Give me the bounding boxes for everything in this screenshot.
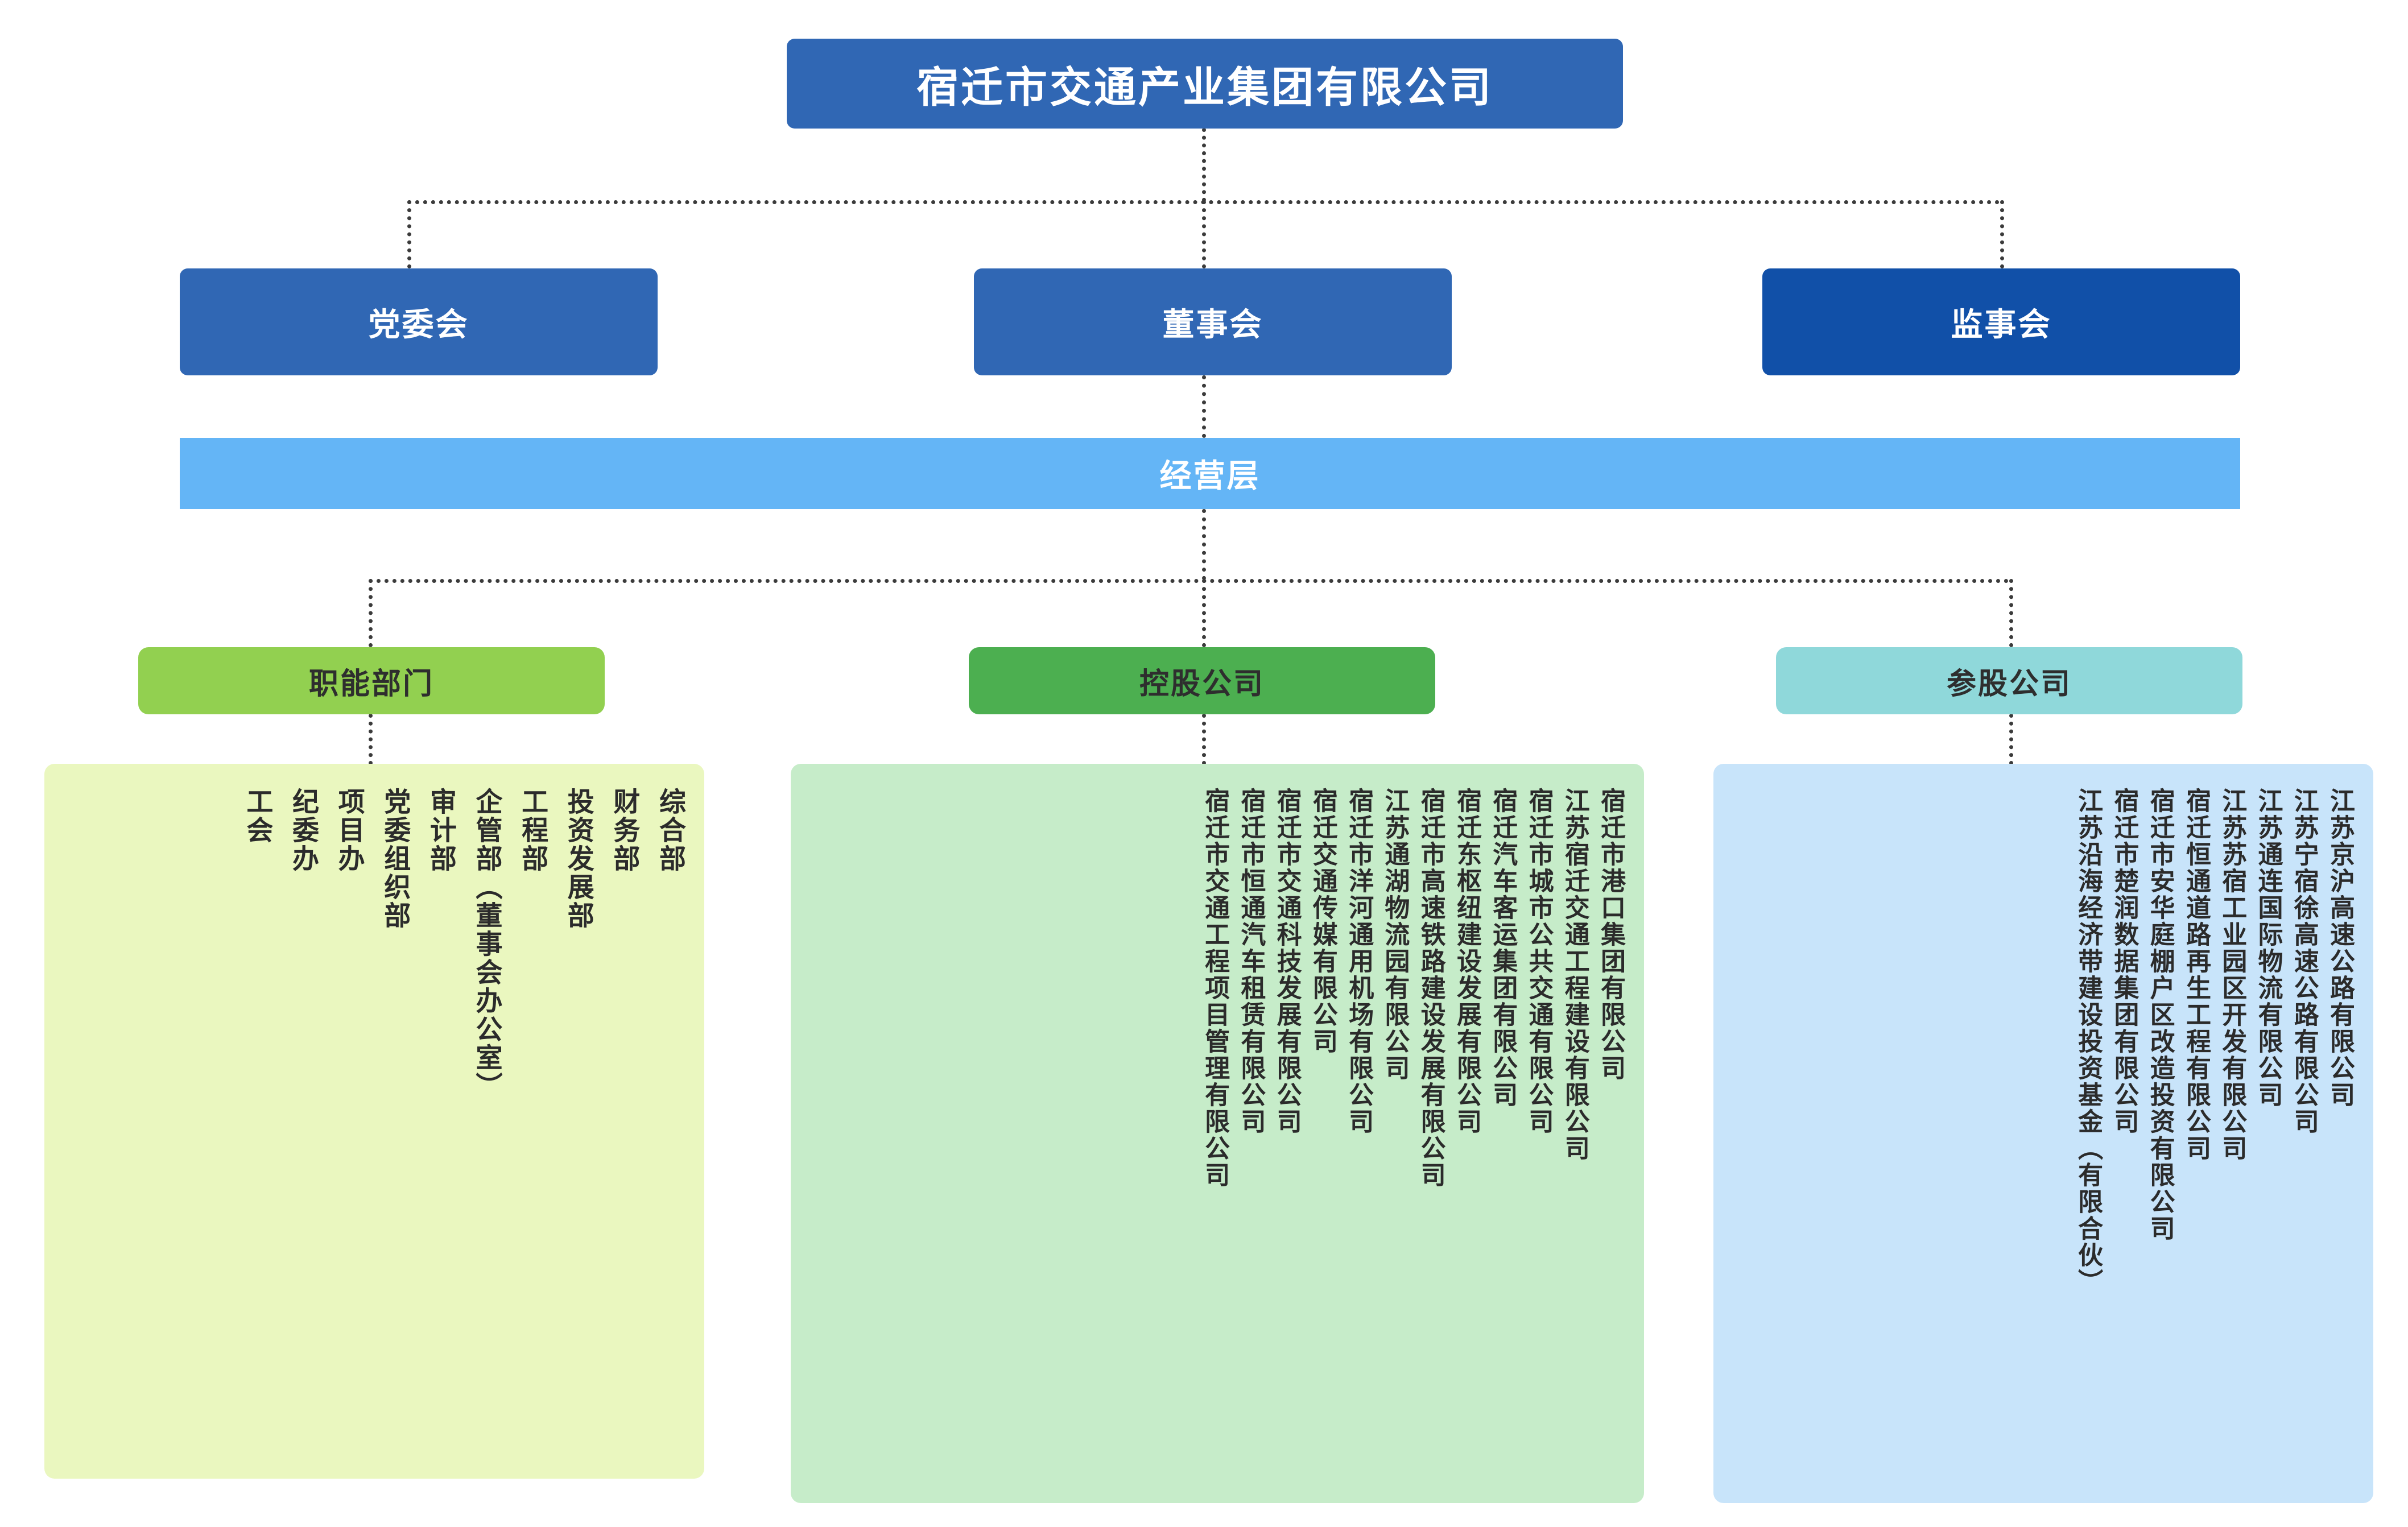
connector-to-functional — [369, 579, 373, 647]
connector-to-party-committee — [407, 200, 411, 268]
node-board-of-directors[interactable]: 董事会 — [974, 268, 1452, 375]
list-item[interactable]: 工程部 — [518, 788, 548, 873]
list-item[interactable]: 宿迁交通传媒有限公司 — [1308, 788, 1337, 1055]
panel-shareholding-companies: 江苏京沪高速公路有限公司 江苏宁宿徐高速公路有限公司 江苏通连国际物流有限公司 … — [1713, 764, 2373, 1503]
node-party-committee[interactable]: 党委会 — [180, 268, 658, 375]
connector-board-to-management — [1202, 375, 1206, 438]
connector-shareholding-to-panel — [2009, 714, 2013, 765]
connector-to-holding — [1202, 579, 1206, 647]
category-holding-companies[interactable]: 控股公司 — [969, 647, 1435, 714]
list-item[interactable]: 江苏沿海经济带建设投资基金（有限合伙） — [2074, 788, 2103, 1296]
panel-functional-departments: 综合部 财务部 投资发展部 工程部 企管部（董事会办公室） 审计部 党委组织部 … — [44, 764, 704, 1479]
category-functional-departments[interactable]: 职能部门 — [138, 647, 605, 714]
connector-management-down — [1202, 509, 1206, 580]
list-item[interactable]: 江苏通湖物流园有限公司 — [1381, 788, 1409, 1082]
list-item[interactable]: 江苏通连国际物流有限公司 — [2254, 788, 2282, 1108]
list-item[interactable]: 江苏苏宿工业园区开发有限公司 — [2218, 788, 2246, 1162]
connector-to-board — [1202, 200, 1206, 268]
list-item[interactable]: 宿迁市港口集团有限公司 — [1597, 788, 1625, 1082]
list-item[interactable]: 工会 — [242, 788, 273, 845]
list-item[interactable]: 宿迁市交通科技发展有限公司 — [1273, 788, 1301, 1135]
list-item[interactable]: 宿迁市高速铁路建设发展有限公司 — [1416, 788, 1445, 1189]
connector-category-bus — [369, 579, 2009, 583]
list-item[interactable]: 宿迁汽车客运集团有限公司 — [1489, 788, 1517, 1108]
connector-root-down — [1202, 128, 1206, 202]
list-item[interactable]: 江苏京沪高速公路有限公司 — [2326, 788, 2354, 1108]
list-item[interactable]: 宿迁市恒通汽车租赁有限公司 — [1237, 788, 1265, 1135]
root-node[interactable]: 宿迁市交通产业集团有限公司 — [787, 39, 1623, 129]
list-item[interactable]: 纪委办 — [288, 788, 319, 873]
connector-functional-to-panel — [369, 714, 373, 765]
list-item[interactable]: 投资发展部 — [563, 788, 594, 930]
list-item[interactable]: 企管部（董事会办公室） — [472, 788, 502, 1100]
list-item[interactable]: 江苏宁宿徐高速公路有限公司 — [2290, 788, 2318, 1135]
list-item[interactable]: 党委组织部 — [380, 788, 411, 930]
node-supervisory-board[interactable]: 监事会 — [1762, 268, 2240, 375]
list-item[interactable]: 宿迁市安华庭棚户区改造投资有限公司 — [2146, 788, 2174, 1242]
node-management-layer[interactable]: 经营层 — [180, 438, 2240, 509]
list-item[interactable]: 项目办 — [334, 788, 365, 873]
list-item[interactable]: 宿迁市洋河通用机场有限公司 — [1345, 788, 1373, 1135]
list-item[interactable]: 综合部 — [655, 788, 685, 873]
list-item[interactable]: 宿迁市楚润数据集团有限公司 — [2110, 788, 2138, 1135]
category-shareholding-companies[interactable]: 参股公司 — [1776, 647, 2242, 714]
list-item[interactable]: 宿迁恒通道路再生工程有限公司 — [2182, 788, 2210, 1162]
list-item[interactable]: 宿迁市城市公共交通有限公司 — [1525, 788, 1553, 1135]
connector-to-shareholding — [2009, 579, 2013, 647]
list-item[interactable]: 宿迁东枢纽建设发展有限公司 — [1452, 788, 1481, 1135]
connector-to-supervisory — [2000, 200, 2004, 268]
panel-holding-companies: 宿迁市港口集团有限公司 江苏宿迁交通工程建设有限公司 宿迁市城市公共交通有限公司… — [791, 764, 1644, 1503]
list-item[interactable]: 宿迁市交通工程项目管理有限公司 — [1201, 788, 1229, 1189]
connector-holding-to-panel — [1202, 714, 1206, 765]
list-item[interactable]: 审计部 — [426, 788, 456, 873]
list-item[interactable]: 江苏宿迁交通工程建设有限公司 — [1560, 788, 1589, 1162]
list-item[interactable]: 财务部 — [609, 788, 640, 873]
